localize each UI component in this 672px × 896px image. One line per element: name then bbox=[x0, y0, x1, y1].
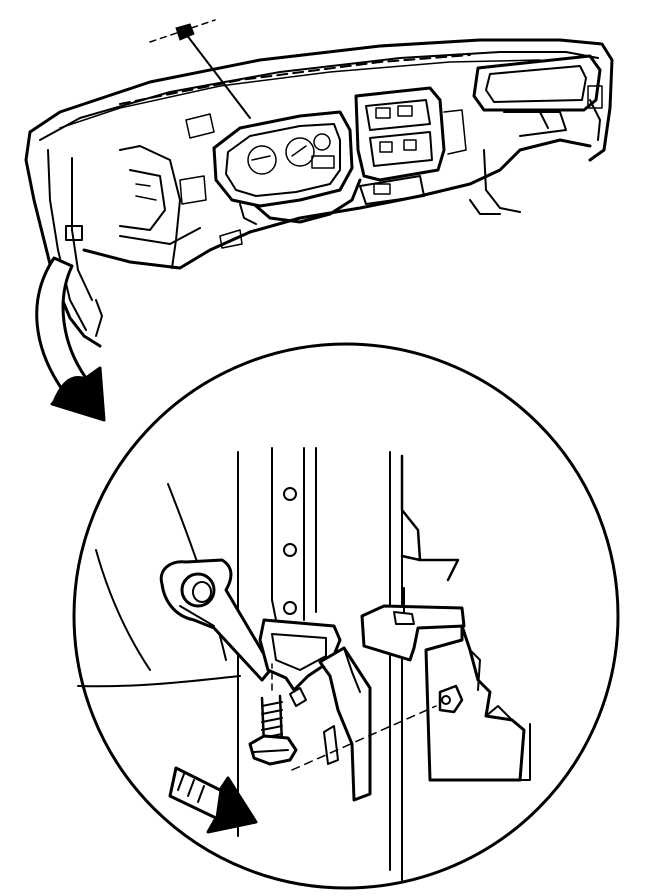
instrument-panel-assembly bbox=[24, 19, 614, 348]
callout-arrow bbox=[35, 256, 106, 422]
direction-arrow bbox=[168, 766, 258, 834]
mounting-bracket bbox=[159, 558, 526, 802]
detail-magnifier-circle bbox=[72, 342, 620, 890]
bolt bbox=[248, 587, 437, 771]
